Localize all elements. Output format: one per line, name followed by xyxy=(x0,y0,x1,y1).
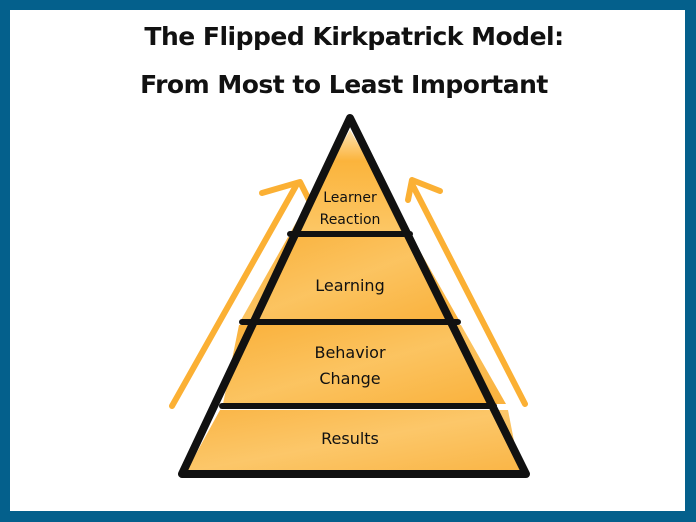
right-up-arrow-icon xyxy=(405,177,528,407)
pyramid-fill xyxy=(186,130,520,472)
level-learning-line1: Learning xyxy=(315,276,385,295)
level-learner-reaction: Learner Reaction xyxy=(300,190,400,229)
level-learner-reaction-line2: Reaction xyxy=(319,211,381,228)
level-results: Results xyxy=(290,429,410,449)
tier-1-fill xyxy=(290,130,410,233)
pyramid-outline xyxy=(178,114,530,478)
title-line-1: The Flipped Kirkpatrick Model: xyxy=(144,22,564,51)
level-results-line1: Results xyxy=(321,429,379,448)
title-line-2: From Most to Least Important xyxy=(140,70,548,99)
level-learner-reaction-line1: Learner xyxy=(323,190,377,206)
tier-4-fill xyxy=(186,410,520,472)
left-up-arrow-icon xyxy=(169,179,313,409)
tier-3-fill xyxy=(223,325,506,404)
level-learning: Learning xyxy=(290,276,410,296)
level-behavior-change: Behavior Change xyxy=(290,343,410,389)
level-behavior-change-line2: Change xyxy=(319,369,381,388)
tier-2-fill xyxy=(241,237,459,320)
level-behavior-change-line1: Behavior xyxy=(314,343,386,362)
